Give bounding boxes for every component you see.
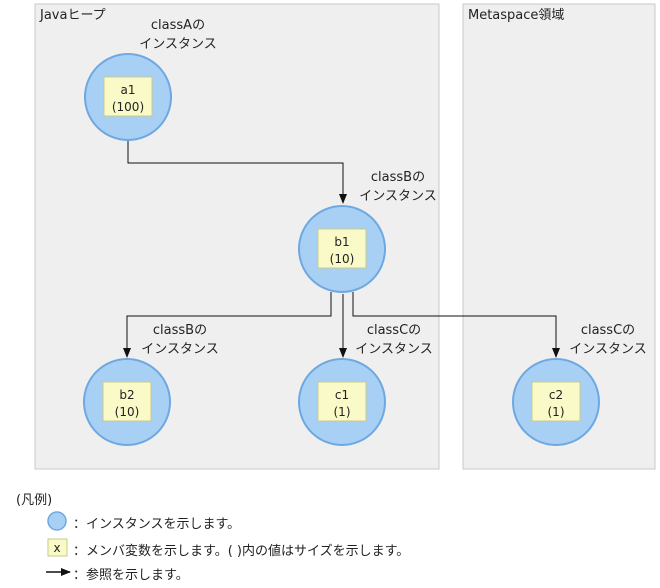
member-name: c2: [549, 388, 563, 402]
member-variable-box: [531, 381, 581, 422]
reference-b1-c2: [352, 292, 560, 358]
member-variable-box: [317, 228, 367, 269]
java-heap-label: Javaヒープ: [39, 8, 106, 23]
instance-b1-caption-class: classBの: [371, 170, 425, 185]
instance-a1: classAの インスタンス a1 (100): [84, 18, 217, 141]
legend-instance-symbol: [47, 511, 67, 531]
instance-c2-caption-class: classCの: [581, 323, 635, 338]
member-name: b2: [119, 388, 134, 402]
member-name: b1: [334, 235, 349, 249]
member-size: (100): [112, 100, 144, 114]
member-size: (10): [115, 405, 140, 419]
instance-b2-caption-type: インスタンス: [141, 342, 218, 357]
instance-a1-caption-class: classAの: [151, 18, 205, 33]
member-variable-box: [102, 381, 152, 422]
instance-b2: classBの インスタンス b2 (10): [83, 323, 219, 446]
member-size: (1): [334, 405, 351, 419]
member-size: (10): [330, 252, 355, 266]
legend-title: (凡例): [16, 493, 53, 508]
instance-a1-caption-type: インスタンス: [139, 37, 216, 52]
instance-c1-caption-type: インスタンス: [355, 342, 432, 357]
legend-reference-desc: ：参照を示します。: [73, 568, 189, 583]
member-variable-box: [103, 76, 153, 117]
reference-b1-b2: [123, 292, 332, 358]
member-variable-box: [317, 381, 367, 422]
legend-member-symbol-text: x: [53, 541, 60, 555]
instance-b1: classBの インスタンス b1 (10): [298, 170, 437, 293]
instance-b1-caption-type: インスタンス: [359, 189, 436, 204]
member-size: (1): [548, 405, 565, 419]
reference-a1-b1: [127, 141, 347, 204]
legend-member-symbol-box: [47, 538, 68, 557]
instance-c2: classCの インスタンス c2 (1): [512, 323, 647, 446]
member-name: a1: [121, 83, 136, 97]
legend-member-desc: ：メンバ変数を示します。( )内の値はサイズを示します。: [73, 544, 410, 559]
member-name: c1: [335, 388, 349, 402]
instance-c1-caption-class: classCの: [367, 323, 421, 338]
instance-b2-caption-class: classBの: [153, 323, 207, 338]
metaspace-label: Metaspace領域: [468, 7, 564, 23]
instance-c1: classCの インスタンス c1 (1): [298, 323, 433, 446]
legend-instance-desc: ：インスタンスを示します。: [73, 517, 241, 532]
instance-c2-caption-type: インスタンス: [569, 342, 646, 357]
